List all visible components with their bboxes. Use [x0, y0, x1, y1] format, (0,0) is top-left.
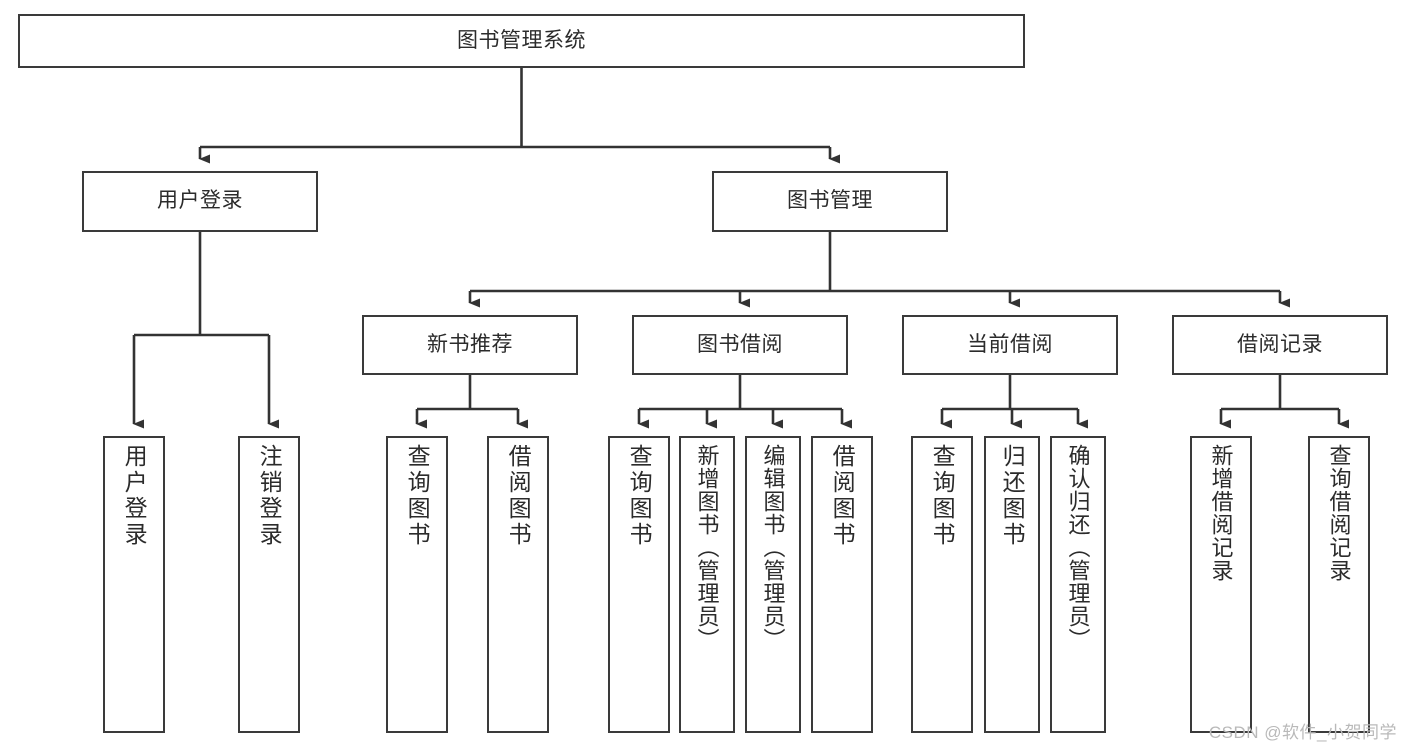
leaf-recommend-query-book-label: 查询图书: [404, 444, 431, 548]
node-book-management[interactable]: 图书管理: [712, 171, 948, 232]
node-loan-record[interactable]: 借阅记录: [1172, 315, 1388, 375]
leaf-borrow-edit-book-admin-label: 编辑图书（管理员）: [760, 444, 786, 651]
leaf-user-login-label: 用户登录: [121, 444, 148, 548]
node-new-book-recommend-label: 新书推荐: [427, 332, 513, 356]
node-book-management-label: 图书管理: [787, 189, 873, 213]
leaf-borrow-lend-book-label: 借阅图书: [829, 444, 856, 548]
leaf-user-logout-label: 注销登录: [256, 444, 283, 548]
leaf-current-return-book[interactable]: 归还图书: [984, 436, 1040, 733]
node-user-login-label: 用户登录: [157, 189, 243, 213]
leaf-recommend-borrow-book-label: 借阅图书: [505, 444, 532, 548]
leaf-current-confirm-return-admin[interactable]: 确认归还（管理员）: [1050, 436, 1106, 733]
node-current-loan-label: 当前借阅: [967, 332, 1053, 356]
leaf-record-query-loan-record-label: 查询借阅记录: [1326, 444, 1352, 582]
leaf-current-query-book[interactable]: 查询图书: [911, 436, 973, 733]
node-new-book-recommend[interactable]: 新书推荐: [362, 315, 578, 375]
node-current-loan[interactable]: 当前借阅: [902, 315, 1118, 375]
leaf-borrow-lend-book[interactable]: 借阅图书: [811, 436, 873, 733]
leaf-recommend-borrow-book[interactable]: 借阅图书: [487, 436, 549, 733]
node-root-label: 图书管理系统: [457, 28, 586, 52]
leaf-record-query-loan-record[interactable]: 查询借阅记录: [1308, 436, 1370, 733]
node-user-login[interactable]: 用户登录: [82, 171, 318, 232]
watermark: CSDN @软件_小贺同学: [1208, 723, 1397, 742]
leaf-borrow-query-book-label: 查询图书: [626, 444, 653, 548]
leaf-borrow-add-book-admin[interactable]: 新增图书（管理员）: [679, 436, 735, 733]
leaf-current-query-book-label: 查询图书: [929, 444, 956, 548]
leaf-current-confirm-return-admin-label: 确认归还（管理员）: [1065, 444, 1091, 651]
leaf-user-login[interactable]: 用户登录: [103, 436, 165, 733]
leaf-borrow-edit-book-admin[interactable]: 编辑图书（管理员）: [745, 436, 801, 733]
node-loan-record-label: 借阅记录: [1237, 332, 1323, 356]
node-book-borrow[interactable]: 图书借阅: [632, 315, 848, 375]
leaf-user-logout[interactable]: 注销登录: [238, 436, 300, 733]
leaf-borrow-query-book[interactable]: 查询图书: [608, 436, 670, 733]
leaf-recommend-query-book[interactable]: 查询图书: [386, 436, 448, 733]
node-book-borrow-label: 图书借阅: [697, 332, 783, 356]
node-root[interactable]: 图书管理系统: [18, 14, 1025, 68]
leaf-current-return-book-label: 归还图书: [999, 444, 1026, 548]
leaf-record-add-loan-record[interactable]: 新增借阅记录: [1190, 436, 1252, 733]
leaf-borrow-add-book-admin-label: 新增图书（管理员）: [694, 444, 720, 651]
leaf-record-add-loan-record-label: 新增借阅记录: [1208, 444, 1234, 582]
